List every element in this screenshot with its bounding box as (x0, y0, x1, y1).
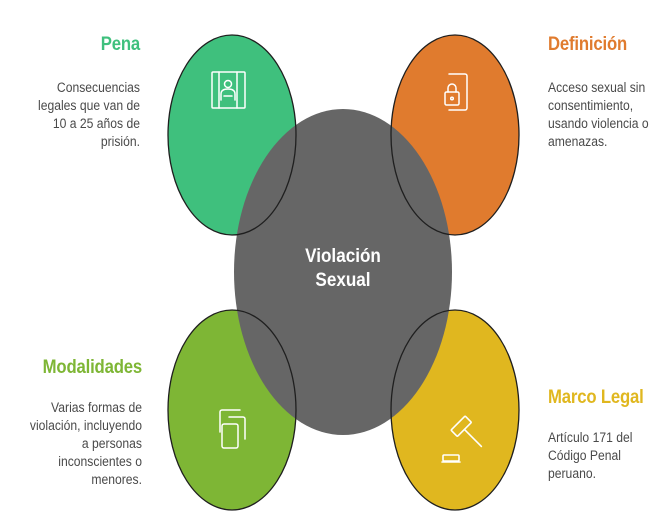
definicion-desc-line: usando violencia o (548, 116, 649, 131)
modalidades-desc-line: violación, incluyendo (29, 418, 142, 433)
pena-block: Pena Consecuencias legales que van de 10… (0, 34, 140, 151)
marco-legal-block: Marco Legal Artículo 171 del Código Pena… (548, 387, 668, 483)
definicion-description: Acceso sexual sin consentimiento, usando… (548, 79, 658, 151)
pena-desc-line: Consecuencias (56, 80, 141, 95)
modalidades-outline (167, 309, 297, 511)
marco-legal-description: Artículo 171 del Código Penal peruano. (548, 429, 658, 483)
modalidades-desc-line: menores. (91, 472, 142, 487)
definicion-desc-line: consentimiento, (548, 98, 634, 113)
definicion-desc-line: Acceso sexual sin (548, 80, 646, 95)
marco-desc-line: Artículo 171 del (548, 430, 633, 445)
pena-description: Consecuencias legales que van de 10 a 25… (14, 79, 140, 151)
copy-icon (219, 409, 246, 449)
modalidades-desc-line: Varias formas de (51, 400, 142, 415)
marco-desc-line: Código Penal (548, 448, 621, 463)
marco-outline (390, 309, 520, 511)
lock-icon (444, 73, 468, 111)
pena-title: Pena (100, 34, 140, 55)
pena-desc-line: prisión. (100, 134, 140, 149)
center-circle (234, 109, 452, 435)
marco-desc-line: peruano. (548, 466, 596, 481)
definicion-block: Definición Acceso sexual sin consentimie… (548, 34, 668, 151)
pena-desc-line: legales que van de (37, 98, 140, 113)
modalidades-description: Varias formas de violación, incluyendo a… (14, 399, 142, 489)
definicion-desc-line: amenazas. (548, 134, 608, 149)
modalidades-desc-line: inconscientes o (58, 454, 142, 469)
pena-desc-line: 10 a 25 años de (52, 116, 141, 131)
center-line-1: Violación (305, 246, 381, 267)
prison-icon (211, 71, 246, 109)
marco-legal-title: Marco Legal (548, 387, 644, 408)
gavel-icon (441, 415, 483, 463)
modalidades-block: Modalidades Varias formas de violación, … (0, 357, 142, 489)
pena-outline (167, 34, 297, 236)
definicion-outline (390, 34, 520, 236)
center-line-2: Sexual (315, 270, 371, 291)
center-label: Violación Sexual (282, 245, 404, 293)
definicion-title: Definición (548, 34, 628, 55)
modalidades-desc-line: a personas (81, 436, 142, 451)
modalidades-title: Modalidades (42, 357, 143, 378)
